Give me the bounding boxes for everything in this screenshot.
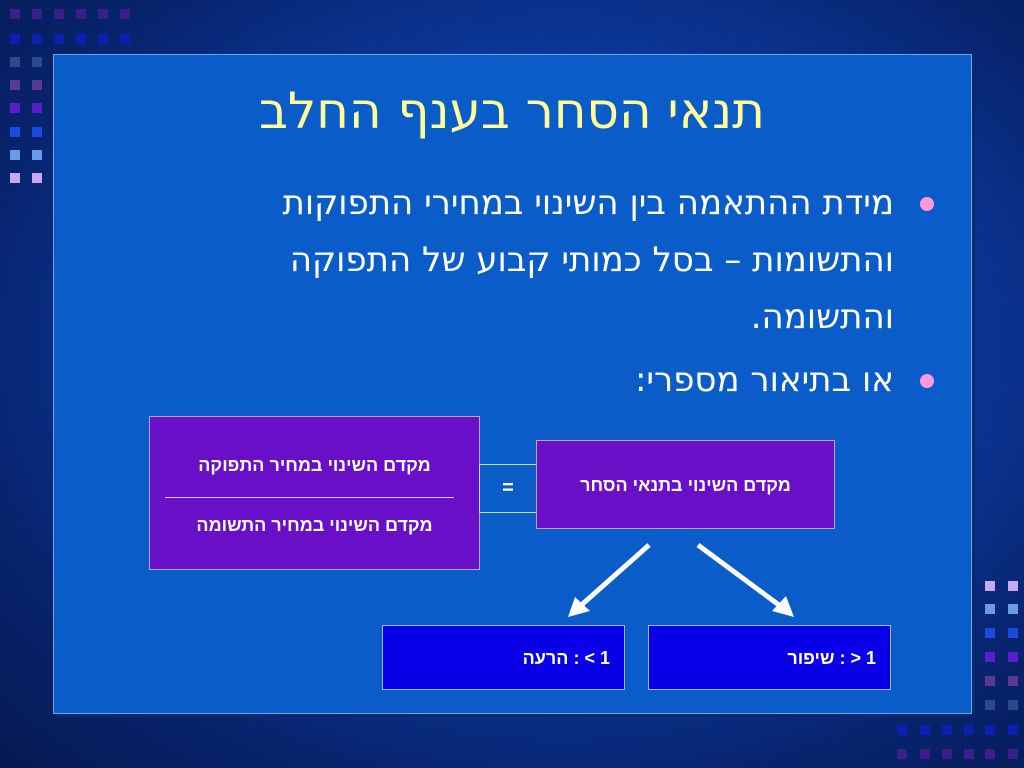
bullet-item: מידת ההתאמה בין השינוי במחירי התפוקות וה… bbox=[154, 175, 934, 346]
fraction-numerator: מקדם השינוי במחיר התפוקה bbox=[198, 455, 431, 475]
fraction-divider bbox=[165, 497, 454, 498]
bullet-list: מידת ההתאמה בין השינוי במחירי התפוקות וה… bbox=[154, 175, 934, 415]
slide-panel bbox=[53, 54, 972, 714]
bullet-dot-icon bbox=[920, 197, 934, 211]
equals-box: = bbox=[479, 464, 537, 513]
outcome-improvement-box: 1 < : שיפור bbox=[648, 625, 891, 690]
bullet-line: והתשומות – בסל כמותי קבוע של התפוקה bbox=[289, 240, 894, 280]
fraction-denominator: מקדם השינוי במחיר התשומה bbox=[196, 515, 433, 535]
bullet-item: או בתיאור מספרי: bbox=[154, 352, 934, 409]
result-label: מקדם השינוי בתנאי הסחר bbox=[580, 475, 791, 495]
bullet-line: והתשומה. bbox=[750, 297, 894, 337]
bullet-line: מידת ההתאמה בין השינוי במחירי התפוקות bbox=[282, 183, 894, 223]
outcome-worsening-label: 1 > : הרעה bbox=[522, 648, 610, 668]
outcome-improvement-label: 1 < : שיפור bbox=[787, 648, 876, 668]
bullet-dot-icon bbox=[920, 374, 934, 388]
fraction-box: מקדם השינוי במחיר התפוקה מקדם השינוי במח… bbox=[149, 416, 480, 570]
slide-title: תנאי הסחר בענף החלב bbox=[258, 82, 766, 140]
equals-sign: = bbox=[502, 477, 514, 499]
result-box: מקדם השינוי בתנאי הסחר bbox=[536, 440, 835, 529]
outcome-worsening-box: 1 > : הרעה bbox=[382, 625, 625, 690]
bullet-line: או בתיאור מספרי: bbox=[634, 360, 894, 400]
